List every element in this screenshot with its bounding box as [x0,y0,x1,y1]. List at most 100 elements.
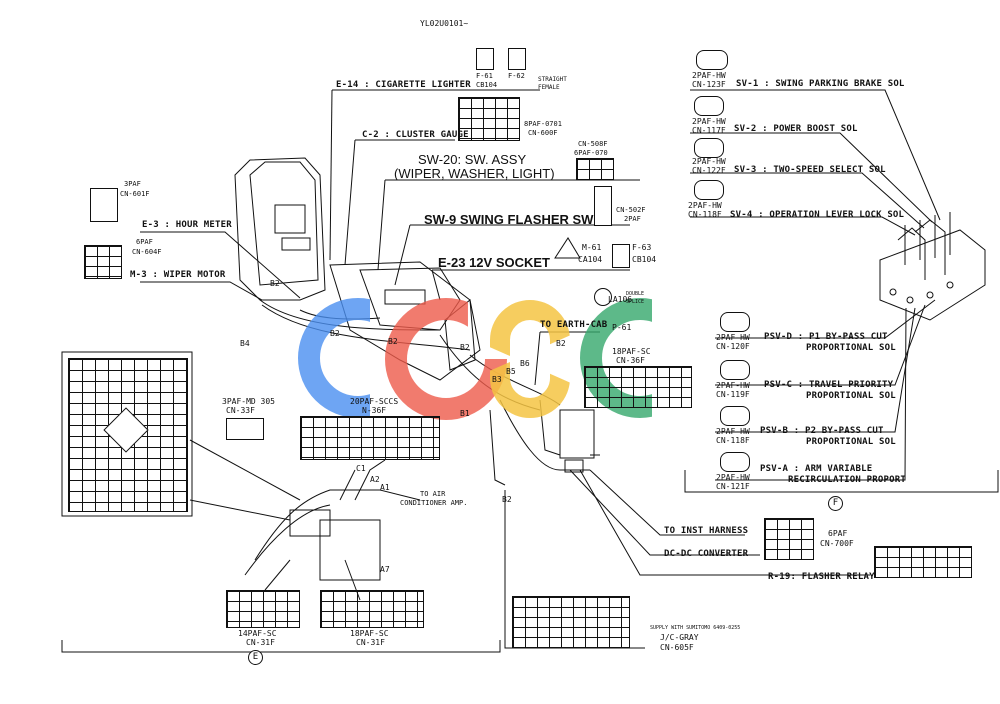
callout: A2 [370,475,380,484]
sv3-label: SV-3 : TWO-SPEED SELECT SOL [734,165,886,175]
sw20-title: SW-20: SW. ASSY [418,152,527,167]
p61-label: P-61 [612,323,632,332]
jc-gray-label: J/C-GRAY [660,633,699,642]
psvb-conn-label: 2PAF-HW [716,427,750,436]
callout: B3 [492,375,502,384]
psvc-conn-label: 2PAF-HW [716,381,750,390]
la106-label: LA106 [608,295,633,304]
sv1-connector-icon [696,50,728,70]
hour-meter-label: E-3 : HOUR METER [142,220,232,230]
psvd-label-b: PROPORTIONAL SOL [806,343,896,353]
paf2-label: 2PAF [624,215,641,223]
cn605f-connector-icon [512,596,630,648]
callout: A7 [380,565,390,574]
psva-conn-label: 2PAF-HW [716,473,750,482]
psvb-cn-label: CN-118F [716,436,750,445]
cn36f-label: CN-36F [616,356,645,365]
cn508f-connector-icon [576,158,614,180]
cn502f-connector-icon [594,186,612,226]
psvd-conn-label: 2PAF-HW [716,333,750,342]
callout: B2 [502,495,512,504]
f62-connector-icon [508,48,526,70]
callout: B2 [556,339,566,348]
cn502f-label: CN-502F [616,206,646,214]
cn601f-connector-icon [90,188,118,222]
supply-note: SUPPLY WITH SUMITOMO 6409-0255 [650,625,741,631]
18paf-sc-label: 18PAF-SC [612,347,651,356]
cb104b-label: CB104 [632,255,657,264]
section-f-marker: F [828,496,843,511]
cn604f-label: CN-604F [132,248,162,256]
paf0701-label: 8PAF-0701 [524,120,562,128]
f63-label: F-63 [632,243,652,252]
paf3-label: 3PAF [124,180,141,188]
3paf-md-label: 3PAF-MD 305 [222,397,275,406]
f61-label: F-61 [476,72,493,80]
psvc-connector-icon [720,360,750,380]
f62-label: F-62 [508,72,525,80]
cn600f-connector-icon [458,97,520,141]
straight-female-label: STRAIGHT FEMALE [538,76,567,91]
e23-title: E-23 12V SOCKET [438,255,550,270]
psvb-label-b: PROPORTIONAL SOL [806,437,896,447]
sv4-conn-label: 2PAF-HW [688,201,722,210]
cn601f-label: CN-601F [120,190,150,198]
psva-label-b: RECIRCULATION PROPORT [788,475,906,485]
sv1-conn-label: 2PAF-HW [692,71,726,80]
callout: B2 [330,329,340,338]
cn31f-b-label: CN-31F [356,638,385,647]
flasher-relay-label: R-19: FLASHER RELAY [768,572,875,582]
sv1-label: SV-1 : SWING PARKING BRAKE SOL [736,79,905,89]
cn31f-14-connector-icon [226,590,300,628]
cn33f-label: CN-33F [226,406,255,415]
sv2-conn-label: 2PAF-HW [692,117,726,126]
sv2-cn-label: CN-117F [692,126,726,135]
paf6-label: 6PAF [136,238,153,246]
sv3-connector-icon [694,138,724,158]
callout: B2 [460,343,470,352]
callout: B1 [460,409,470,418]
air-amp-label-a: TO AIR [420,490,446,498]
sv4-connector-icon [694,180,724,200]
psvc-label-b: PROPORTIONAL SOL [806,391,896,401]
sv2-connector-icon [694,96,724,116]
psvc-cn-label: CN-119F [716,390,750,399]
psva-connector-icon [720,452,750,472]
cn700f-label: CN-700F [820,539,854,548]
sv4-cn-label: CN-118F [688,210,722,219]
cluster-gauge-label: C-2 : CLUSTER GAUGE [362,130,469,140]
cn605f-label: CN-605F [660,643,694,652]
air-amp-label-b: CONDITIONER AMP. [400,499,468,507]
sv3-conn-label: 2PAF-HW [692,157,726,166]
sv3-cn-label: CN-122F [692,166,726,175]
n36f-connector-icon [300,416,440,460]
sw20-subtitle: (WIPER, WASHER, LIGHT) [394,166,555,181]
cn700f-connector-icon [764,518,814,560]
f63-connector-icon [612,244,630,268]
doc-code: YL02U0101~ [420,19,469,28]
inst-harness-label: TO INST HARNESS [664,526,749,536]
section-e-marker: E [248,650,263,665]
sv2-label: SV-2 : POWER BOOST SOL [734,124,858,134]
callout: B5 [506,367,516,376]
psvb-label-a: PSV-B : P2 BY-PASS CUT [760,426,884,436]
6paf-b-label: 6PAF [828,529,848,538]
psvd-cn-label: CN-120F [716,342,750,351]
paf070-label: 6PAF-070 [574,149,608,157]
callout: B2 [388,337,398,346]
ca104-label: CA104 [578,255,603,264]
double-splice-label: DOUBLE SPLICE [626,291,645,305]
m61-label: M-61 [582,243,602,252]
callout: B6 [520,359,530,368]
callout: B4 [240,339,250,348]
splice-icon [594,288,612,306]
cn31f-18-connector-icon [320,590,424,628]
callout: A1 [380,483,390,492]
cb104-label: CB104 [476,81,498,89]
psvd-label-a: PSV-D : P1 BY-PASS CUT [764,332,888,342]
callout: C1 [356,464,366,473]
cn33f-connector-icon [226,418,264,440]
psvb-connector-icon [720,406,750,426]
callout: B2 [270,279,280,288]
